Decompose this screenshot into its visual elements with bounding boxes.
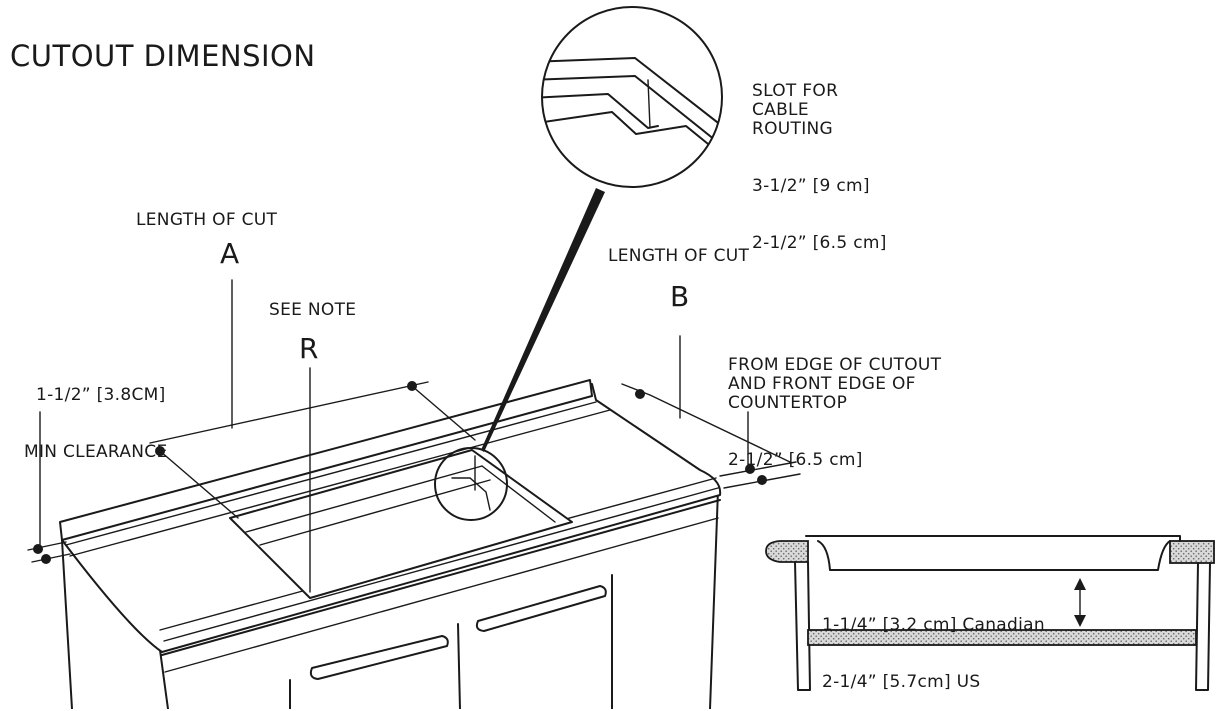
clearance-text: MIN CLEARANCE [24, 442, 168, 463]
small-ring-slot [451, 477, 491, 511]
cutout-inner-side [481, 465, 556, 523]
clearance-dim: 1-1/2” [3.8CM] [36, 385, 166, 406]
dim-edge-line-1 [719, 461, 797, 477]
length-a-letter: A [220, 237, 240, 270]
label-leaders [39, 279, 749, 593]
slot-detail [542, 57, 722, 171]
front-edge-label: FROM EDGE OF CUTOUT AND FRONT EDGE OF CO… [728, 318, 941, 489]
section-us: 2-1/4” [5.7cm] US [822, 672, 981, 693]
door-handle-right [475, 585, 607, 632]
dim-line-a [149, 381, 429, 444]
cabinet-left-edge [61, 539, 73, 709]
section-shelf [807, 629, 1197, 646]
dim-b-point-edge-2 [757, 475, 767, 485]
section-right-post [1195, 562, 1211, 691]
length-a-label: LENGTH OF CUT [136, 210, 278, 230]
section-arrow-up [1074, 578, 1086, 590]
magnifier-small-ring [434, 447, 508, 521]
slot-dim-1: 3-1/2” [9 cm] [752, 176, 870, 197]
door-split [457, 623, 461, 709]
length-b-letter: B [670, 280, 690, 313]
section-arrow-down [1074, 615, 1086, 627]
slot-dim-2: 2-1/2” [6.5 cm] [752, 233, 887, 254]
countertop [59, 379, 722, 653]
dim-a-leader-right [411, 385, 476, 441]
section-sink-lip [805, 535, 1181, 542]
cross-section [765, 535, 1215, 691]
radius-letter: R [299, 332, 319, 365]
section-sink-basin [817, 540, 1171, 571]
front-edge-text: FROM EDGE OF CUTOUT AND FRONT EDGE OF CO… [728, 355, 942, 414]
clearance-point-1 [33, 544, 43, 554]
door-handle-left [309, 635, 449, 680]
cutout-inner-back [245, 465, 483, 533]
section-label: 1-1/4” [3.2 cm] Canadian 2-1/4” [5.7cm] … [822, 578, 1045, 711]
dim-b-point-top [635, 389, 645, 399]
backsplash-base-line [65, 401, 597, 546]
section-counter-right [1169, 540, 1215, 564]
radius-label: SEE NOTE [269, 300, 357, 320]
counter-front-edge-2 [163, 487, 719, 642]
cabinet-front-left-edge [159, 649, 169, 709]
cabinet-top-rail [161, 499, 721, 656]
section-canadian: 1-1/4” [3.2 cm] Canadian [822, 615, 1045, 636]
section-counter-left [765, 540, 809, 563]
magnifier-pointer [481, 188, 605, 452]
clearance-line-1 [27, 541, 67, 551]
slot-label: SLOT FOR CABLE ROUTING 3-1/2” [9 cm] 2-1… [752, 44, 887, 272]
length-b-label: LENGTH OF CUT [608, 246, 750, 266]
magnifier [434, 6, 723, 521]
dim-edge-line-2 [723, 473, 801, 489]
cabinet [61, 489, 721, 709]
cabinet-rail-lower [164, 517, 719, 673]
slot-heading: SLOT FOR CABLE ROUTING [752, 81, 839, 140]
clearance-line-2 [31, 553, 71, 563]
cutout-inner-back-2 [259, 479, 491, 546]
dim-line-b [621, 383, 791, 463]
dim-a-leader-left [159, 450, 239, 519]
sink-cutout [229, 449, 573, 599]
clearance-label: 1-1/2” [3.8CM] MIN CLEARANCE [24, 348, 168, 481]
dimension-lines [27, 381, 801, 564]
section-left-post [794, 561, 811, 691]
cabinet-right-edge [709, 489, 719, 709]
front-edge-dim: 2-1/2” [6.5 cm] [728, 450, 863, 471]
page-title: CUTOUT DIMENSION [10, 39, 316, 73]
counter-line-1 [69, 409, 611, 557]
backsplash [59, 379, 593, 541]
